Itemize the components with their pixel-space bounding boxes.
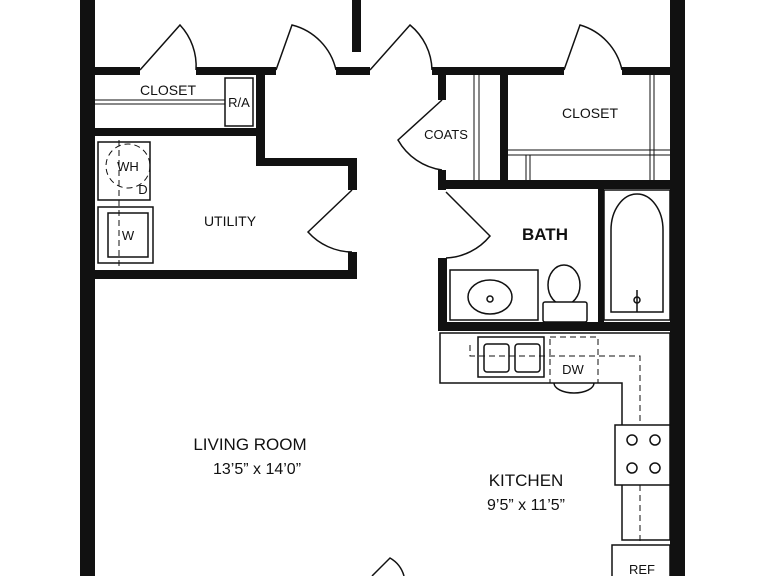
room-labels: CLOSET R/A CLOSET COATS UTILITY WH D W B… bbox=[117, 82, 655, 576]
label-ra: R/A bbox=[228, 95, 250, 110]
kitchen-fixtures bbox=[439, 332, 671, 576]
label-living-room-dims: 13’5” x 14’0” bbox=[213, 461, 301, 478]
closet-right-shelving bbox=[473, 75, 670, 180]
label-closet-right: CLOSET bbox=[562, 105, 618, 121]
laundry-appliances bbox=[97, 140, 154, 270]
label-refrigerator: REF bbox=[629, 562, 655, 576]
label-living-room: LIVING ROOM bbox=[193, 435, 306, 454]
bath-fixtures bbox=[449, 189, 671, 323]
label-kitchen: KITCHEN bbox=[489, 471, 564, 490]
label-kitchen-dims: 9’5” x 11’5” bbox=[487, 497, 565, 514]
closet-left-shelf bbox=[95, 77, 254, 127]
interior-walls bbox=[95, 0, 670, 331]
label-water-heater: WH bbox=[117, 159, 139, 174]
label-bath: BATH bbox=[522, 225, 568, 244]
label-dishwasher: DW bbox=[562, 362, 584, 377]
label-coats: COATS bbox=[424, 127, 468, 142]
label-closet-left: CLOSET bbox=[140, 82, 196, 98]
label-dryer: D bbox=[138, 182, 147, 197]
doors bbox=[139, 23, 623, 576]
label-utility: UTILITY bbox=[204, 213, 257, 229]
label-washer: W bbox=[122, 228, 135, 243]
exterior-walls bbox=[80, 0, 685, 576]
